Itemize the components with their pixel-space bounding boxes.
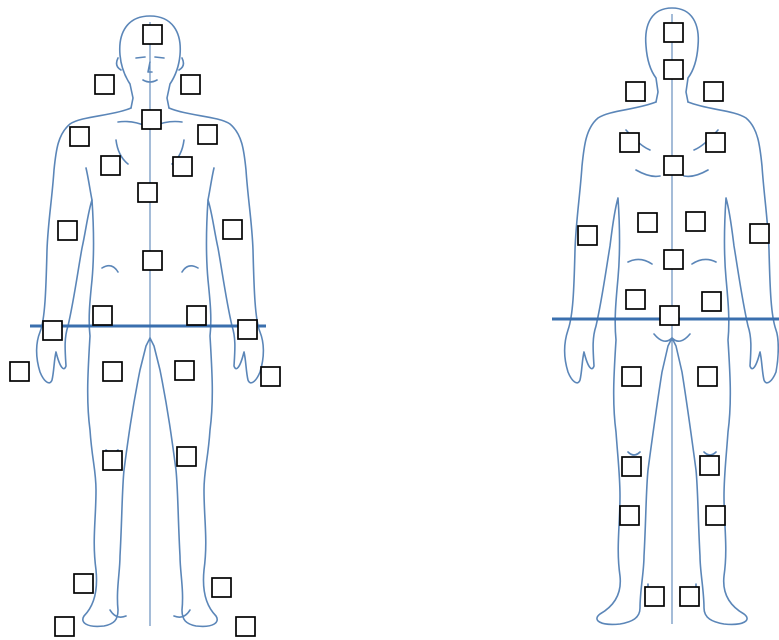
checkbox-back-thigh-left[interactable]: [622, 367, 641, 386]
checkbox-back-mid-spine[interactable]: [664, 156, 683, 175]
checkbox-back-lower-back-right[interactable]: [686, 212, 705, 231]
checkbox-back-sacrum[interactable]: [660, 306, 679, 325]
checkbox-back-lumbar[interactable]: [664, 250, 683, 269]
checkbox-back-shoulder-left[interactable]: [626, 82, 645, 101]
checkbox-front-chest-left[interactable]: [173, 157, 192, 176]
checkbox-front-hip-right[interactable]: [93, 306, 112, 325]
checkbox-back-upper-back-right[interactable]: [706, 133, 725, 152]
checkbox-back-neck[interactable]: [664, 60, 683, 79]
checkbox-back-upper-arm-right[interactable]: [750, 224, 769, 243]
checkbox-front-knee-left[interactable]: [177, 447, 196, 466]
front-body-figure: [30, 16, 266, 626]
checkbox-front-knee-right[interactable]: [103, 451, 122, 470]
checkbox-back-knee-right[interactable]: [700, 456, 719, 475]
checkbox-back-head[interactable]: [664, 23, 683, 42]
checkbox-front-abdomen[interactable]: [143, 251, 162, 270]
checkbox-front-neck-left[interactable]: [181, 75, 200, 94]
checkbox-front-upper-arm-right[interactable]: [58, 221, 77, 240]
checkbox-back-lower-back-left[interactable]: [638, 213, 657, 232]
checkbox-front-foot-right[interactable]: [55, 617, 74, 636]
checkbox-back-upper-arm-left[interactable]: [578, 226, 597, 245]
checkbox-back-knee-left[interactable]: [622, 457, 641, 476]
checkbox-front-thigh-right[interactable]: [103, 362, 122, 381]
checkbox-back-calf-left[interactable]: [620, 506, 639, 525]
checkbox-back-upper-back-left[interactable]: [620, 133, 639, 152]
back-checkbox-group: [578, 23, 769, 606]
checkbox-back-buttock-left[interactable]: [626, 290, 645, 309]
checkbox-front-shoulder-right[interactable]: [70, 127, 89, 146]
checkbox-front-sternum[interactable]: [138, 183, 157, 202]
checkbox-back-shoulder-right[interactable]: [704, 82, 723, 101]
checkbox-back-calf-right[interactable]: [706, 506, 725, 525]
checkbox-back-thigh-right[interactable]: [698, 367, 717, 386]
front-body-left-outline: [37, 108, 150, 626]
checkbox-back-heel-left[interactable]: [645, 587, 664, 606]
checkbox-front-ankle-left[interactable]: [212, 578, 231, 597]
back-body-right-outline: [672, 102, 778, 624]
checkbox-front-hand-right[interactable]: [10, 362, 29, 381]
checkbox-front-head[interactable]: [143, 25, 162, 44]
front-checkbox-group: [10, 25, 280, 636]
checkbox-front-thigh-left[interactable]: [175, 361, 194, 380]
checkbox-front-neck-right[interactable]: [95, 75, 114, 94]
checkbox-back-buttock-right[interactable]: [702, 292, 721, 311]
checkbox-front-wrist-left[interactable]: [238, 320, 257, 339]
back-body-left-outline: [565, 102, 672, 624]
checkbox-back-heel-right[interactable]: [680, 587, 699, 606]
checkbox-front-chest-right[interactable]: [101, 156, 120, 175]
front-body-right-outline: [150, 108, 263, 626]
checkbox-front-shoulder-left[interactable]: [198, 125, 217, 144]
checkbox-front-foot-left[interactable]: [236, 617, 255, 636]
checkbox-front-ankle-right[interactable]: [74, 574, 93, 593]
checkbox-front-upper-arm-left[interactable]: [223, 220, 242, 239]
checkbox-front-hip-left[interactable]: [187, 306, 206, 325]
checkbox-front-hand-left[interactable]: [261, 367, 280, 386]
checkbox-front-upper-chest[interactable]: [142, 110, 161, 129]
checkbox-front-wrist-right[interactable]: [43, 321, 62, 340]
